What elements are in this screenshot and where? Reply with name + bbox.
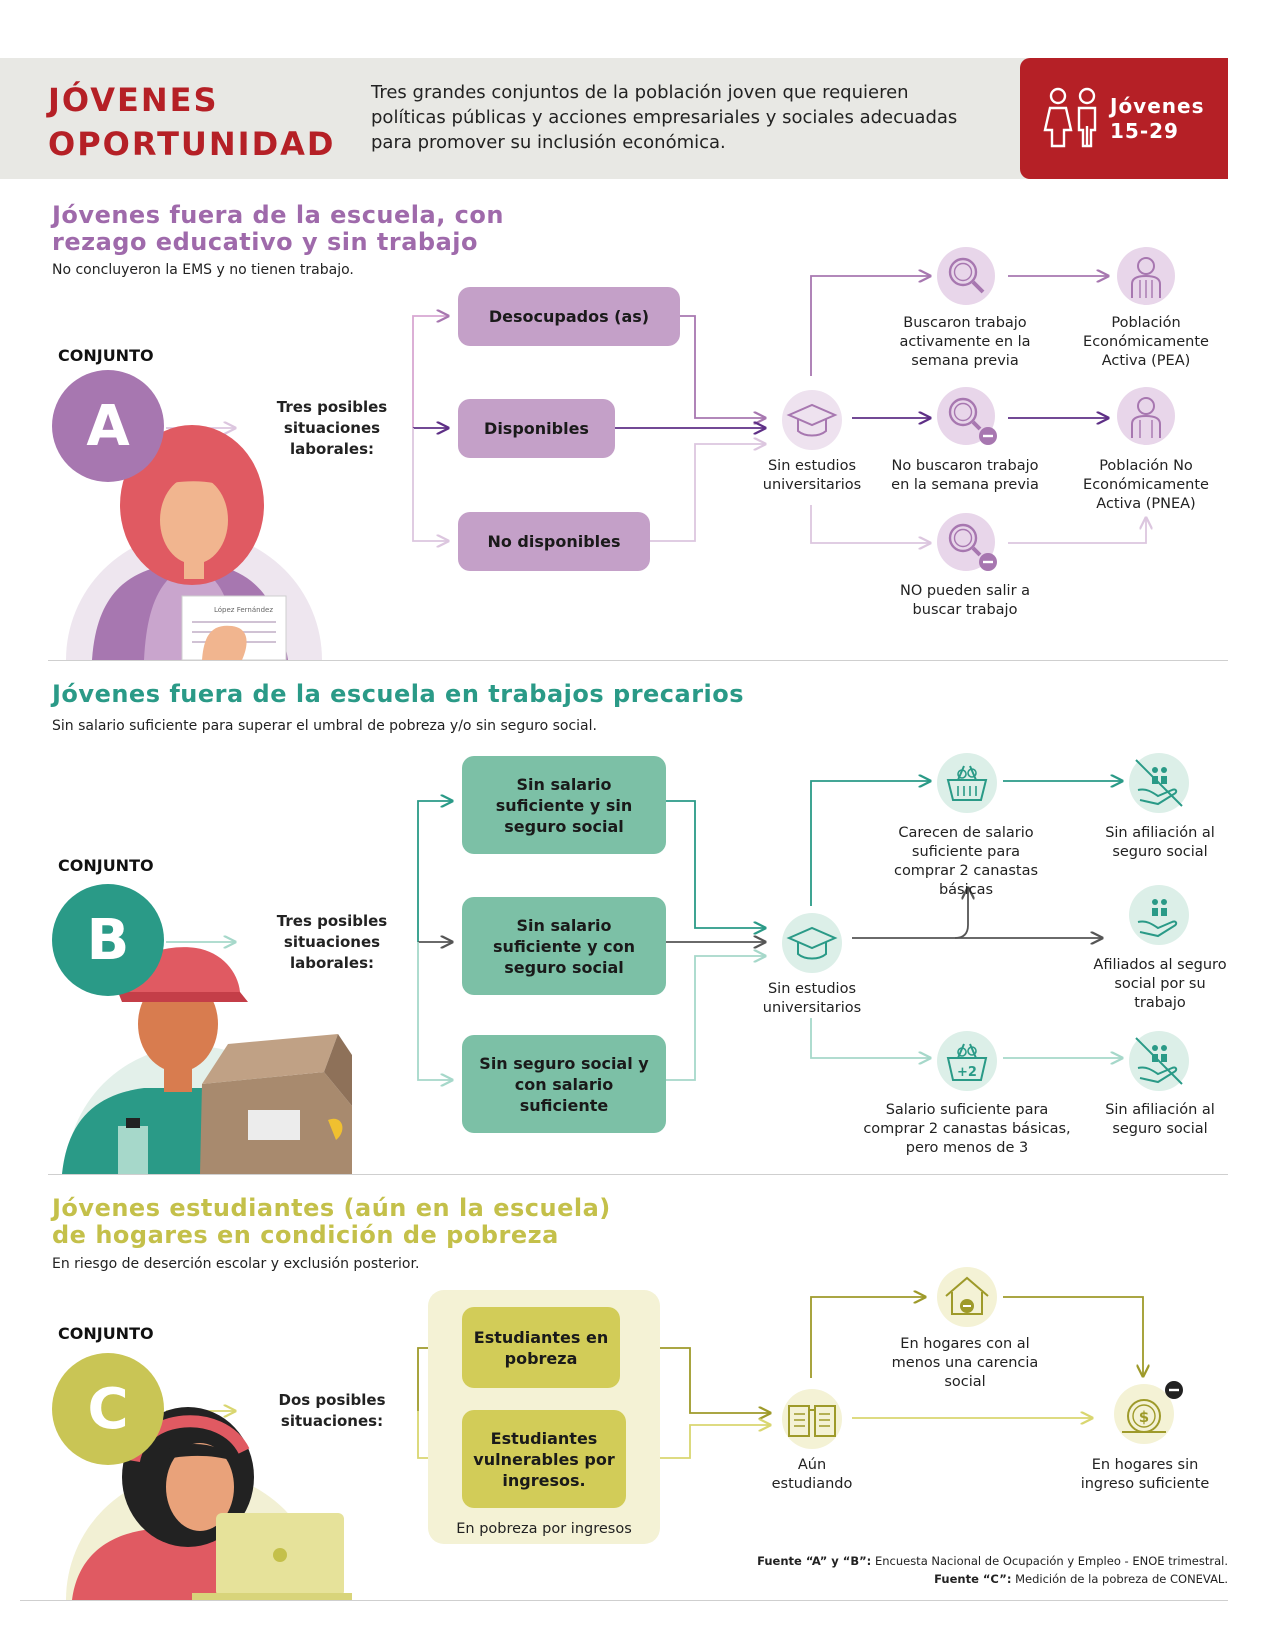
brand-title-line1: JÓVENES	[48, 81, 219, 119]
section-b-conjunto-label: CONJUNTO	[58, 856, 154, 875]
house-minus-icon	[937, 1267, 997, 1327]
age-badge-text: Jóvenes 15-29	[1110, 94, 1205, 143]
affiliation-sin-afiliacion-2: Sin afiliación al seguro social	[1105, 1102, 1215, 1137]
affiliation-sin-afiliacion-1: Sin afiliación al seguro social	[1105, 825, 1215, 860]
intro-text: Tres grandes conjuntos de la población j…	[371, 82, 958, 153]
section-b-title: Jóvenes fuera de la escuela en trabajos …	[52, 680, 745, 708]
section-divider	[20, 1600, 1228, 1601]
magnifier-minus-icon	[937, 513, 997, 571]
box-sin-seguro-con-salario: Sin seguro social y con salario suficien…	[462, 1035, 666, 1133]
box-no-disponibles: No disponibles	[458, 512, 650, 571]
shopping-basket-plus-two-icon: +2	[937, 1031, 997, 1091]
section-a-letter: A	[52, 370, 164, 482]
magnifier-icon	[937, 247, 995, 305]
shopping-basket-icon	[937, 753, 997, 813]
dollar-coin-minus-icon: $	[1114, 1381, 1183, 1444]
magnifier-minus-icon	[937, 387, 997, 445]
box-sin-salario-sin-seguro: Sin salario suficiente y sin seguro soci…	[462, 756, 666, 854]
affiliation-afiliados: Afiliados al seguro social por su trabaj…	[1093, 957, 1227, 1011]
section-divider	[48, 660, 1228, 661]
crossed-hand-people-icon	[1129, 1031, 1189, 1091]
section-c-conjunto-label: CONJUNTO	[58, 1324, 154, 1343]
student-girl-illustration	[66, 1407, 352, 1600]
section-c-hub-label: Aún estudiando	[771, 1457, 853, 1492]
section-b-hub-label: Sin estudios universitarios	[762, 981, 862, 1016]
section-b-subtitle: Sin salario suficiente para superar el u…	[52, 718, 597, 734]
delivery-man-illustration	[62, 947, 352, 1174]
young-woman-illustration: López Fernández	[66, 425, 322, 660]
box-disponibles: Disponibles	[458, 399, 615, 458]
person-icon	[1117, 387, 1175, 445]
age-badge: Jóvenes 15-29	[1020, 58, 1228, 179]
open-book-icon	[782, 1389, 842, 1449]
outcome-carencia-social: En hogares con al menos una carencia soc…	[891, 1336, 1039, 1390]
section-c-subtitle: En riesgo de deserción escolar y exclusi…	[52, 1256, 420, 1272]
section-a-subtitle: No concluyeron la EMS y no tienen trabaj…	[52, 262, 354, 278]
outcome-no-buscaron-trabajo: No buscaron trabajo en la semana previa	[891, 458, 1039, 493]
hand-people-icon	[1129, 885, 1189, 945]
box-estudiantes-pobreza: Estudiantes en pobreza	[462, 1307, 620, 1388]
section-c-situations: Dos posibles situaciones:	[278, 1391, 386, 1430]
outcome-salario-suficiente: Salario suficiente para comprar 2 canast…	[863, 1102, 1071, 1156]
brand-title-line2: OPORTUNIDAD	[48, 125, 336, 163]
section-c-letter: C	[52, 1353, 164, 1465]
section-a-hub-label: Sin estudios universitarios	[762, 458, 862, 493]
outcome-carecen-salario: Carecen de salario suficiente para compr…	[893, 825, 1039, 898]
section-a-conjunto-label: CONJUNTO	[58, 346, 154, 365]
section-b-letter: B	[52, 884, 164, 996]
section-divider	[48, 1174, 1228, 1175]
basket-badge-text: +2	[957, 1065, 977, 1080]
section-c-title: Jóvenes estudiantes (aún en la escuela) …	[52, 1194, 611, 1249]
box-sin-salario-con-seguro: Sin salario suficiente y con seguro soci…	[462, 897, 666, 995]
income-poverty-group-label: En pobreza por ingresos	[456, 1521, 632, 1537]
box-desocupados: Desocupados (as)	[458, 287, 680, 346]
outcome-no-pueden-salir: NO pueden salir a buscar trabajo	[899, 583, 1031, 618]
document-name-text: López Fernández	[214, 606, 273, 614]
graduation-cap-icon	[782, 913, 842, 973]
brand-title: JÓVENES OPORTUNIDAD	[48, 78, 335, 166]
population-pnea: Población No Económicamente Activa (PNEA…	[1083, 458, 1209, 512]
section-b-situations: Tres posibles situaciones laborales:	[276, 912, 388, 972]
dollar-sign-text: $	[1139, 1408, 1149, 1426]
crossed-hand-people-icon	[1129, 753, 1189, 813]
sources-note: Fuente “A” y “B”: Encuesta Nacional de O…	[757, 1554, 1228, 1586]
young-people-icon	[1043, 87, 1097, 148]
graduation-cap-icon	[782, 390, 842, 450]
section-a-situations: Tres posibles situaciones laborales:	[276, 398, 388, 458]
person-icon	[1117, 247, 1175, 305]
section-a-title: Jóvenes fuera de la escuela, con rezago …	[52, 201, 504, 256]
outcome-buscaron-trabajo: Buscaron trabajo activamente en la seman…	[899, 315, 1031, 369]
population-pea: Población Económicamente Activa (PEA)	[1083, 315, 1209, 369]
outcome-sin-ingreso: En hogares sin ingreso suficiente	[1080, 1457, 1210, 1492]
box-estudiantes-vulnerables: Estudiantes vulnerables por ingresos.	[462, 1410, 626, 1508]
